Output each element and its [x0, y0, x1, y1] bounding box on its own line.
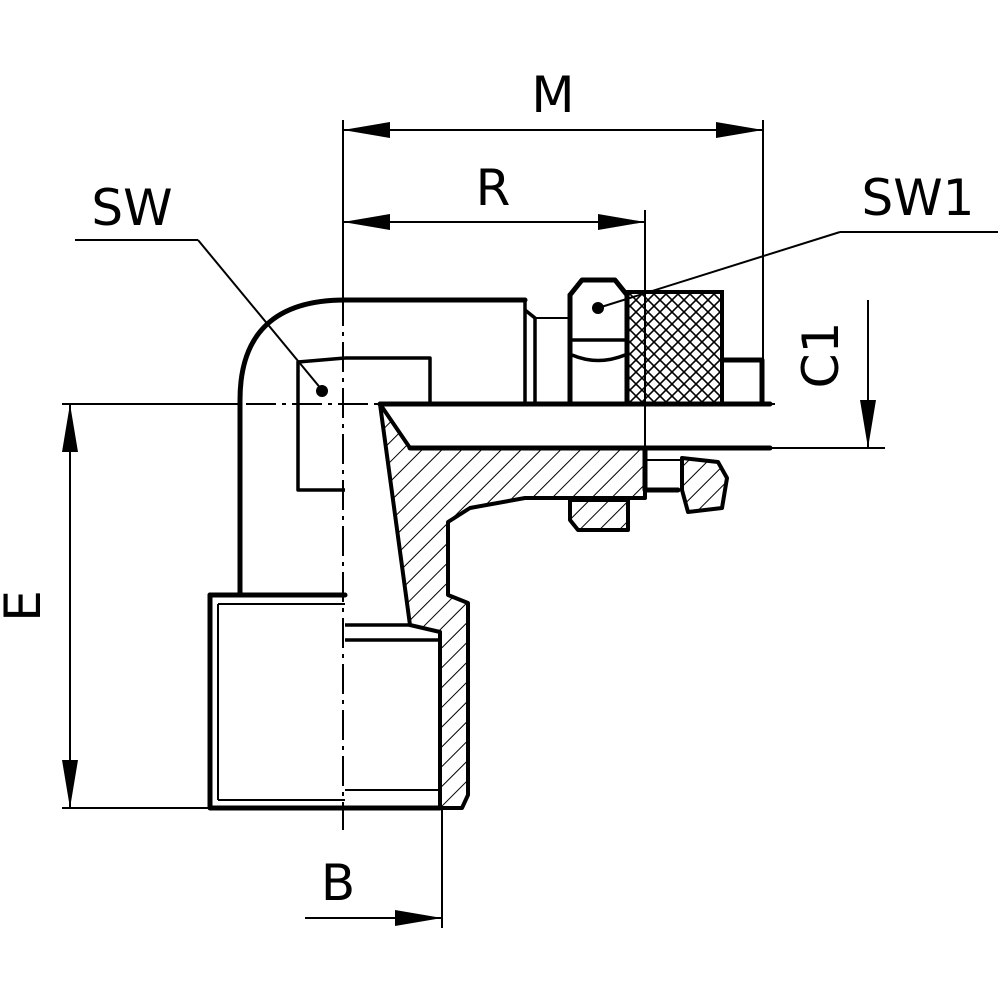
label-e: E — [0, 590, 52, 622]
label-r: R — [476, 159, 511, 217]
dimension-b: B — [305, 808, 443, 928]
dimension-e: E — [0, 403, 240, 809]
label-c1: C1 — [792, 322, 850, 389]
center-lines — [200, 250, 775, 830]
sw-leader-dot — [316, 385, 328, 397]
sw1-leader-dot — [592, 302, 604, 314]
leader-sw1: SW1 — [592, 169, 998, 314]
label-m: M — [531, 66, 574, 124]
dimension-r: R — [343, 159, 646, 448]
label-b: B — [321, 854, 355, 912]
label-sw1: SW1 — [862, 169, 975, 227]
label-sw: SW — [91, 179, 172, 237]
leader-sw: SW — [75, 179, 328, 397]
elbow-body-outline — [207, 297, 528, 811]
dimension-m: M — [342, 66, 764, 360]
dimension-c1: C1 — [770, 300, 885, 449]
